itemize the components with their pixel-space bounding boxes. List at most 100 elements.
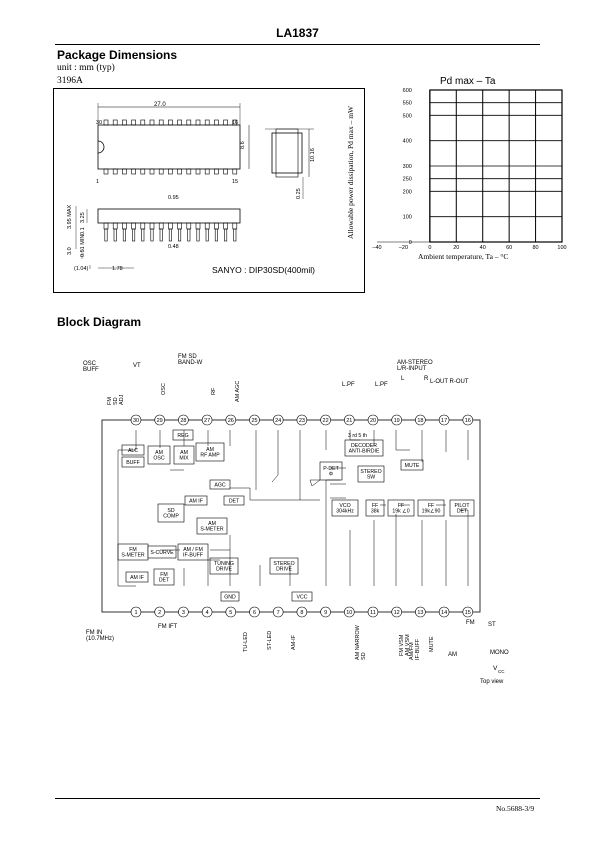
chart-x-tick: –40 (372, 245, 381, 251)
block-pdet-label: Φ (329, 472, 333, 478)
bottom-pin-number: 14 (441, 610, 447, 616)
chart-x-tick: 20 (453, 245, 459, 251)
chart-ylabel: Allowable power dissipation, Pd max – mW (346, 105, 355, 239)
block-amsmeter (196, 517, 228, 535)
bottom-pin (225, 606, 237, 618)
block-amif2-label: AM IF (130, 575, 144, 581)
bottom-pin (415, 606, 426, 618)
lr-out-label: L-OUT R-OUT (430, 379, 469, 385)
r-channel-label: R (424, 376, 429, 382)
block-amif-label: AM IF (189, 498, 203, 504)
fm-sd-bandw-label: FM SD BAND-W (178, 354, 203, 367)
fm-in-label: FM IN (10.7MHz) (86, 630, 115, 643)
block-stereodrive (269, 557, 299, 575)
st-led-label: ST-LED (267, 630, 273, 650)
block-buff (121, 456, 145, 468)
dim-thickness: 0.25 (296, 188, 302, 199)
dim-standoff: 3.0 (67, 247, 73, 255)
block-fmdet-label: DET (159, 578, 170, 584)
am-narrow-sd-label: AM NARROW SD (355, 625, 367, 660)
bottom-pin (272, 606, 284, 618)
block-vcc-label: VCC (297, 594, 308, 600)
top-pin (296, 414, 308, 426)
block-agc-label: AGC (214, 482, 225, 488)
top-pin-number: 17 (441, 418, 447, 424)
block-sdcomp (157, 503, 185, 523)
block-stereodrive-label: DRIVE (276, 567, 292, 573)
vt-label: VT (133, 363, 141, 369)
chart-y-tick: 200 (403, 189, 412, 195)
block-amif (184, 495, 208, 506)
decoder-harmonics: 3 rd 5 th (348, 433, 367, 439)
pin1-label: 1 (96, 179, 100, 185)
bottom-pin-number: 2 (158, 610, 161, 616)
block-diagram-heading: Block Diagram (57, 315, 142, 329)
dim-length: 27.0 (154, 102, 166, 108)
unit-label: unit : mm (typ) (57, 63, 115, 73)
top-pin-number: 29 (157, 418, 163, 424)
top-pin-number: 25 (251, 418, 257, 424)
chart-x-tick: –20 (399, 245, 408, 251)
block-agc (209, 479, 231, 490)
chart-x-tick: 80 (533, 245, 539, 251)
block-amosc-label: AM (155, 450, 163, 456)
rf-label: RF (211, 387, 217, 395)
top-pin-number: 19 (394, 418, 400, 424)
block-pilot-label: PILOT (455, 503, 471, 509)
top-pin-number: 28 (180, 418, 186, 424)
block-tuning-label: TUNING (214, 561, 234, 567)
chart-y-tick: 550 (403, 101, 412, 107)
bottom-pin (343, 606, 355, 618)
block-vco (331, 499, 359, 517)
package-heading: Package Dimensions (57, 48, 178, 62)
top-pin (130, 414, 142, 426)
bottom-pin-number: 1 (134, 610, 137, 616)
am-agc-label: AM AGC (235, 380, 241, 402)
block-tuning-label: DRIVE (216, 567, 232, 573)
chart-y-tick: 600 (403, 88, 412, 94)
mono-label: MONO (490, 650, 509, 656)
bottom-pin (367, 606, 379, 618)
bottom-pin-number: 12 (394, 610, 400, 616)
chart-x-tick: 60 (506, 245, 512, 251)
l-channel-label: L (401, 376, 405, 382)
block-fmdet (153, 568, 175, 586)
fm-switch-label: FM (466, 620, 475, 626)
document-title: LA1837 (276, 26, 319, 40)
block-gnd-label: GND (224, 594, 236, 600)
lpf-label-1: L.PF (342, 382, 355, 388)
block-scurve-label: S-CURVE (150, 550, 174, 556)
block-fmsmeter-label: FM (129, 547, 137, 553)
block-stereosw-label: SW (367, 475, 375, 481)
am-switch-label: AM (448, 652, 457, 658)
top-pin-number: 26 (228, 418, 234, 424)
am-if-label: AM-IF (291, 635, 297, 650)
package-drawing: 27.0 30 16 1 15 8.6 10.16 0.25 0.95 0.48… (53, 88, 365, 293)
block-vcc (291, 591, 313, 602)
block-vco-label: VCO (339, 503, 350, 509)
top-pin-number: 21 (346, 418, 352, 424)
block-pdet-label: P-DET (323, 466, 339, 472)
block-ff19b (417, 499, 445, 517)
block-mute (400, 459, 424, 471)
block-amosc (147, 445, 171, 465)
pin16-label: 16 (232, 120, 239, 126)
fm-ift-label: FM IFT (158, 624, 178, 630)
block-ff19b-label: 19k∠90 (422, 509, 441, 515)
fm-sd-adj-label: FM SD ADJ (107, 394, 125, 405)
bottom-pin-number: 8 (300, 610, 303, 616)
dim-spacing: 1.78 (112, 266, 123, 272)
block-decoder-label: DECODER (351, 443, 377, 449)
top-pin (438, 414, 450, 426)
bottom-pin (438, 606, 450, 618)
top-pin-number: 30 (133, 418, 139, 424)
block-ammix-label: MIX (179, 456, 189, 462)
chart-x-tick: 100 (557, 245, 566, 251)
block-fmsmeter-label: S-METER (121, 553, 145, 559)
dim-height-max: 3.95 MAX (67, 204, 73, 229)
chart-xlabel: Ambient temperature, Ta – °C (418, 252, 509, 261)
block-amif2 (125, 571, 149, 583)
block-ff38-label: 38k (371, 509, 380, 515)
top-pin (201, 414, 213, 426)
